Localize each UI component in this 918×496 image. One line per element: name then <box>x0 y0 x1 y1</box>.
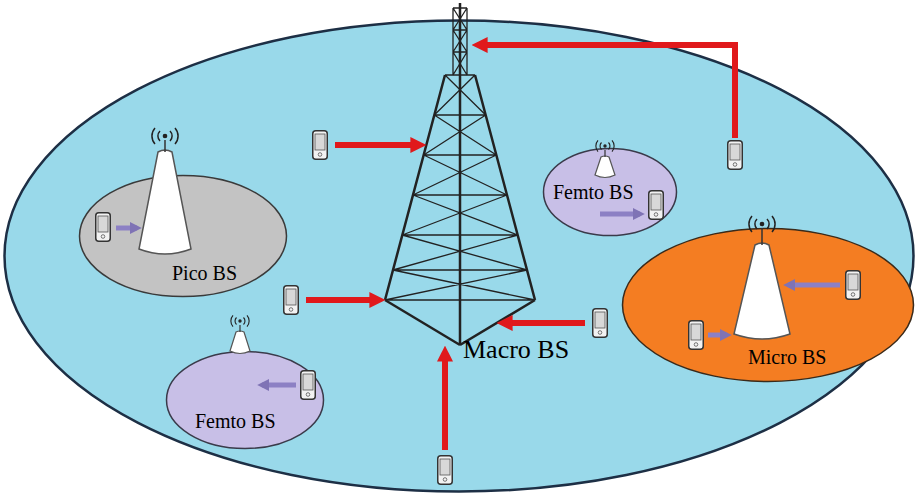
cell-outline <box>2 18 916 494</box>
base-station-label: Pico BS <box>172 262 237 284</box>
uplink-arrow <box>335 142 420 148</box>
antenna <box>164 140 166 152</box>
cell-ellipse <box>544 149 677 236</box>
cell-ellipse <box>5 21 914 492</box>
link-arrow <box>116 226 137 231</box>
base-station-label: Femto BS <box>553 181 634 203</box>
phone-icon <box>593 309 608 338</box>
link-arrow <box>788 283 840 288</box>
antenna <box>604 150 605 157</box>
uplink-arrow <box>442 352 448 450</box>
cell-ellipse <box>623 229 914 382</box>
cell-ellipse <box>80 176 287 297</box>
phone-icon <box>96 213 111 242</box>
uplink-arrow <box>503 320 585 326</box>
phone-icon <box>284 286 299 315</box>
base-station-label: Macro BS <box>463 336 569 365</box>
phone-icon <box>313 131 328 160</box>
coverage-area: Pico BS <box>78 174 288 298</box>
coverage-area: Femto BS <box>542 147 678 237</box>
coverage-area: Micro BS <box>621 227 915 383</box>
phone-icon <box>301 371 316 400</box>
base-station-label: Micro BS <box>748 346 826 368</box>
link-arrow <box>708 333 727 338</box>
phone-icon <box>728 141 743 170</box>
uplink-arrow <box>306 297 379 303</box>
cell-ellipse <box>167 352 324 449</box>
cell-outline <box>165 350 325 450</box>
phone-icon <box>649 191 664 220</box>
coverage-area: Femto BS Pico BS Micro BS Femto BS Macro BS <box>2 18 916 494</box>
link-arrow <box>262 383 296 388</box>
antenna <box>239 325 240 332</box>
base-station-label: Femto BS <box>195 410 276 432</box>
antenna <box>761 228 763 245</box>
coverage-area: Femto BS <box>165 350 325 450</box>
phone-icon <box>846 271 861 300</box>
phone-icon <box>689 321 704 350</box>
link-arrow <box>600 212 640 217</box>
phone-icon <box>438 456 453 485</box>
